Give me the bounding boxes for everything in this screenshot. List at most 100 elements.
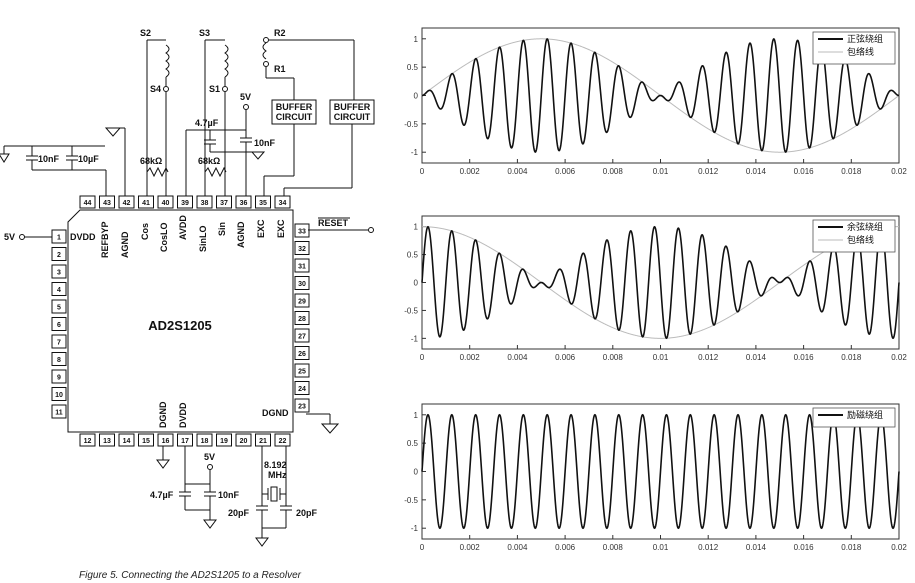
y-tick-label: 1	[414, 35, 419, 44]
y-tick-label: 1	[414, 411, 419, 420]
x-tick-label: 0.008	[603, 167, 624, 176]
right-pin-box	[294, 311, 310, 325]
r68-cos-label: 68kΩ	[140, 156, 162, 166]
y-tick-label: 0.5	[407, 63, 419, 72]
legend-box	[812, 219, 896, 253]
bottom-pin-number: 14	[123, 438, 131, 445]
top-pin-number: 42	[123, 200, 131, 207]
top-pin-names: REFBYP AGND Cos CosLO AVDD SinLO Sin AGN…	[100, 215, 286, 258]
x-tick-label: 0.016	[794, 167, 815, 176]
x-tick-label: 0.02	[891, 353, 907, 362]
svg-text:Cos: Cos	[140, 223, 150, 240]
bottom-pin-number: 19	[220, 438, 228, 445]
x-tick-label: 0.002	[460, 543, 481, 552]
right-pin-box	[294, 381, 310, 395]
top-pin-box	[138, 195, 154, 209]
left-pin-box	[51, 387, 67, 401]
x-tick-label: 0	[420, 167, 425, 176]
x-tick-label: 0.004	[507, 167, 528, 176]
right-pin-number: 31	[298, 264, 306, 271]
c10u-left-label: 10µF	[78, 154, 99, 164]
bottom-pin-box	[79, 433, 96, 447]
y-tick-label: 0.5	[407, 251, 419, 260]
x-tick-label: 0	[420, 543, 425, 552]
v5-bottom-label: 5V	[204, 452, 215, 462]
bottom-pin-number: 17	[181, 438, 189, 445]
x-tick-label: 0.012	[698, 353, 719, 362]
bottom-pin-names: DGND DVDD	[158, 401, 188, 428]
legend-entry: 励磁绕组	[847, 409, 883, 421]
y-tick-label: 0	[414, 468, 419, 477]
right-pin-number: 30	[298, 281, 306, 288]
top-pin-box	[255, 195, 271, 209]
bottom-pin-number: 16	[162, 438, 170, 445]
x-tick-label: 0.006	[555, 353, 576, 362]
y-tick-label: -1	[411, 334, 419, 343]
right-pin-number: 24	[298, 386, 306, 393]
bottom-pin-box	[157, 433, 174, 447]
left-pin-number: 3	[57, 270, 61, 277]
left-pin-number: 10	[55, 392, 63, 399]
x-tick-label: 0.02	[891, 167, 907, 176]
y-tick-label: -0.5	[404, 120, 418, 129]
dvdd-left-label: DVDD	[70, 232, 96, 242]
y-tick-label: -1	[411, 148, 419, 157]
x-tick-label: 0.018	[841, 543, 862, 552]
r2-label: R2	[274, 28, 286, 38]
c10n-bottom-label: 10nF	[218, 490, 240, 500]
x-tick-label: 0.008	[603, 543, 624, 552]
carrier-series-line	[421, 413, 900, 530]
left-pin-number: 5	[57, 305, 61, 312]
v5-left-label: 5V	[4, 232, 15, 242]
r68-sin-label: 68kΩ	[198, 156, 220, 166]
svg-text:REFBYP: REFBYP	[100, 221, 110, 258]
s4-label: S4	[150, 84, 161, 94]
legend-entry: 正弦绕组	[847, 33, 883, 45]
left-pin-number: 8	[57, 357, 61, 364]
left-pin-number: 7	[57, 340, 61, 347]
left-pin-box	[51, 247, 67, 261]
legend-entry: 余弦绕组	[847, 221, 883, 233]
bottom-pin-box	[99, 433, 115, 447]
top-pin-number: 35	[259, 200, 267, 207]
right-pin-number: 27	[298, 334, 306, 341]
svg-text:BUFFER: BUFFER	[334, 102, 371, 112]
bottom-pin-box	[274, 433, 291, 447]
x-tick-label: 0.016	[794, 543, 815, 552]
left-pin-number: 11	[55, 410, 63, 417]
s3-label: S3	[199, 28, 210, 38]
v5-top-label: 5V	[240, 92, 251, 102]
x-tick-label: 0.004	[507, 543, 528, 552]
top-pin-number: 38	[201, 200, 209, 207]
y-tick-label: 0.5	[407, 439, 419, 448]
dgnd-right-label: DGND	[262, 408, 289, 418]
top-pin-number: 34	[279, 200, 287, 207]
legend-box	[812, 31, 896, 65]
chip-name: AD2S1205	[148, 318, 212, 333]
right-pin-box	[294, 258, 310, 273]
top-pin-number: 41	[142, 200, 150, 207]
right-pin-number: 26	[298, 351, 306, 358]
xtal-unit-label: MHz	[268, 470, 287, 480]
top-pin-number: 36	[240, 200, 248, 207]
left-pin-box	[51, 352, 67, 366]
x-tick-label: 0	[420, 353, 425, 362]
svg-text:SinLO: SinLO	[198, 226, 208, 253]
svg-text:DGND: DGND	[158, 401, 168, 428]
carrier-series-line	[421, 225, 900, 340]
x-tick-label: 0.016	[794, 353, 815, 362]
x-tick-label: 0.002	[460, 353, 481, 362]
top-pin-number: 40	[162, 200, 170, 207]
reset-label: RESET	[318, 218, 349, 228]
right-pin-number: 32	[298, 246, 306, 253]
right-pin-box	[294, 276, 310, 290]
y-tick-label: 1	[414, 223, 419, 232]
top-pin-box	[274, 195, 291, 209]
left-pin-number: 6	[57, 322, 61, 329]
left-pin-box	[51, 299, 67, 314]
